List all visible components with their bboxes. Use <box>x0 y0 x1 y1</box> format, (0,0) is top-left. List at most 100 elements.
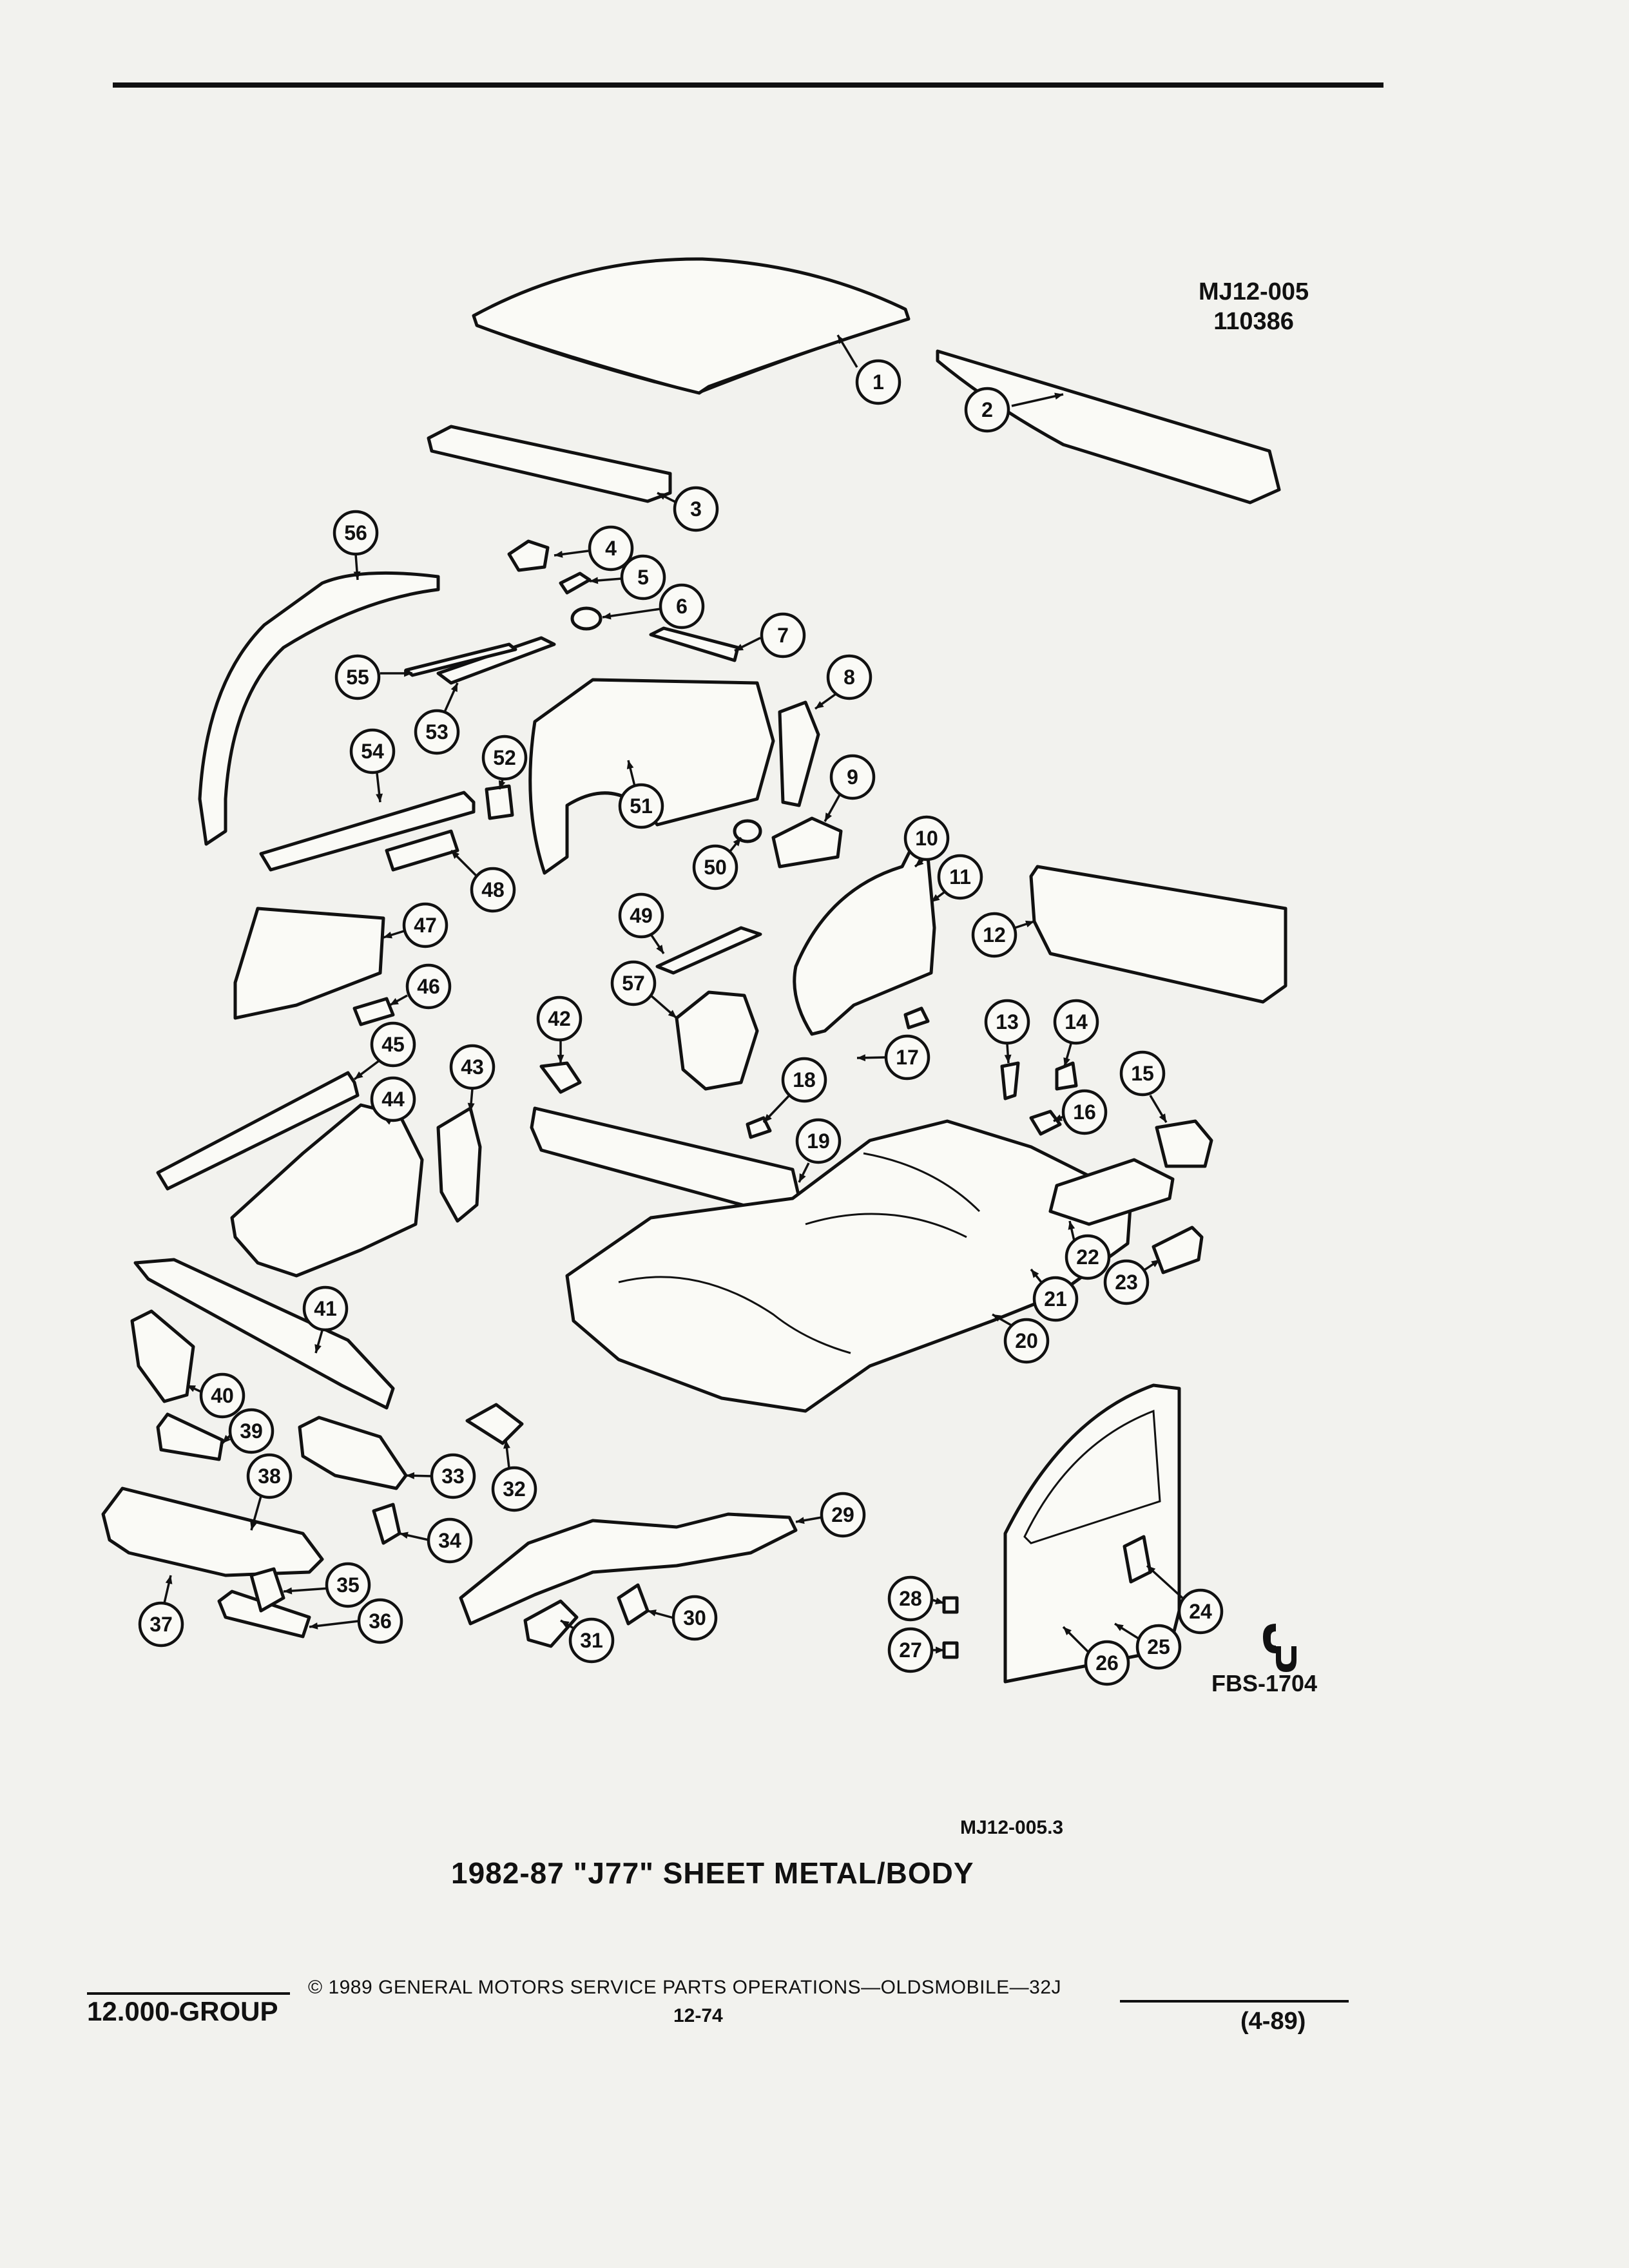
bracket-23-shape <box>1152 1225 1204 1274</box>
leader-arrowhead-53 <box>450 683 458 692</box>
callout-51: 51 <box>618 783 664 829</box>
callout-number-56: 56 <box>344 521 367 544</box>
footer-rule-right <box>1120 2000 1349 2003</box>
windshield-pillar-shape <box>198 571 440 846</box>
leader-arrowhead-12 <box>1025 920 1034 928</box>
callout-circle-14 <box>1053 999 1099 1045</box>
callout-circle-20 <box>1003 1318 1050 1364</box>
leader-arrowhead-41 <box>314 1344 322 1353</box>
bracket-57-shape <box>675 990 759 1091</box>
callout-number-30: 30 <box>683 1606 706 1629</box>
callout-15: 15 <box>1119 1050 1166 1097</box>
leader-arrowhead-8 <box>815 701 824 709</box>
leader-arrowhead-54 <box>376 793 383 802</box>
callout-18: 18 <box>781 1057 827 1103</box>
callout-circle-12 <box>971 912 1017 958</box>
bracket-5-shape <box>559 572 592 595</box>
footer-page-number: 12-74 <box>673 2005 723 2026</box>
callout-number-53: 53 <box>425 720 448 744</box>
callout-16: 16 <box>1061 1089 1108 1135</box>
callout-13: 13 <box>984 999 1030 1045</box>
callout-47: 47 <box>402 902 448 948</box>
leader-arrowhead-47 <box>383 931 392 939</box>
callout-circle-5 <box>620 554 666 601</box>
callout-circle-8 <box>826 654 872 700</box>
leader-arrowhead-45 <box>354 1071 363 1079</box>
callout-circle-29 <box>820 1492 866 1538</box>
leader-arrowhead-40 <box>187 1385 196 1392</box>
callout-2: 2 <box>964 387 1010 433</box>
callout-circle-37 <box>138 1601 184 1648</box>
bracket-33-shape <box>298 1416 408 1490</box>
callout-number-24: 24 <box>1189 1600 1212 1623</box>
leader-arrowhead-55 <box>404 669 412 677</box>
callout-number-54: 54 <box>361 740 384 763</box>
bracket-32-shape <box>465 1403 524 1445</box>
callout-number-26: 26 <box>1095 1651 1119 1675</box>
callout-1: 1 <box>855 359 901 405</box>
floor-pan-contour <box>618 1152 981 1354</box>
callout-circle-24 <box>1177 1588 1224 1635</box>
leader-arrowhead-43 <box>467 1102 475 1111</box>
callout-3: 3 <box>673 486 719 532</box>
leader-arrowhead-17 <box>857 1054 866 1062</box>
leader-arrowhead-42 <box>557 1055 564 1063</box>
callout-number-25: 25 <box>1147 1635 1170 1658</box>
callout-circle-25 <box>1135 1624 1182 1670</box>
leader-arrowhead-25 <box>1115 1624 1124 1631</box>
callout-number-23: 23 <box>1115 1271 1138 1294</box>
callout-circle-43 <box>449 1044 496 1090</box>
leader-arrowhead-29 <box>796 1517 805 1524</box>
bracket-42-shape <box>539 1061 582 1094</box>
callout-number-41: 41 <box>314 1297 337 1320</box>
callout-circle-55 <box>334 654 381 700</box>
panel-36-shape <box>217 1590 311 1639</box>
leader-arrowhead-52 <box>498 780 506 789</box>
callout-12: 12 <box>971 912 1017 958</box>
leader-arrowhead-50 <box>733 838 741 847</box>
bracket-16-shape <box>1029 1110 1062 1136</box>
callout-7: 7 <box>760 612 806 658</box>
callout-circle-52 <box>481 735 528 781</box>
callout-circle-28 <box>887 1575 934 1622</box>
leader-arrowhead-48 <box>451 850 459 859</box>
callout-number-39: 39 <box>240 1419 263 1443</box>
leader-arrowhead-10 <box>915 858 924 867</box>
callout-number-36: 36 <box>369 1610 392 1633</box>
leader-arrowhead-19 <box>799 1173 806 1182</box>
callout-circle-22 <box>1065 1234 1111 1280</box>
strip-7-shape <box>649 626 740 662</box>
bracket-43-shape <box>436 1106 482 1223</box>
bracket-35-shape <box>249 1567 285 1613</box>
callout-number-46: 46 <box>417 975 440 998</box>
callout-circle-36 <box>357 1598 403 1644</box>
callout-39: 39 <box>228 1408 275 1454</box>
callout-number-20: 20 <box>1015 1329 1038 1352</box>
leader-arrowhead-2 <box>1054 392 1063 400</box>
callout-35: 35 <box>325 1562 371 1608</box>
callout-42: 42 <box>536 995 583 1042</box>
callout-circle-18 <box>781 1057 827 1103</box>
callout-circle-26 <box>1084 1640 1130 1686</box>
leader-arrowhead-56 <box>353 571 361 580</box>
leader-arrowhead-5 <box>590 577 599 584</box>
rear-end-panel-shape <box>1029 865 1287 1004</box>
door-window-frame <box>1023 1409 1161 1544</box>
leader-arrowhead-24 <box>1147 1566 1156 1574</box>
grommet-50-shape <box>733 819 762 843</box>
leader-arrowhead-37 <box>165 1575 173 1584</box>
callout-number-44: 44 <box>381 1088 405 1111</box>
bracket-46-shape <box>352 997 395 1026</box>
callout-10: 10 <box>903 815 950 861</box>
callout-number-50: 50 <box>704 856 727 879</box>
callout-number-18: 18 <box>793 1068 816 1091</box>
callout-number-34: 34 <box>438 1529 461 1552</box>
callout-circle-57 <box>610 960 657 1006</box>
bracket-31-shape <box>523 1599 579 1648</box>
callout-circle-23 <box>1103 1259 1150 1305</box>
callout-49: 49 <box>618 892 664 939</box>
bracket-17-shape <box>903 1006 930 1030</box>
radiator-support-shape <box>133 1258 395 1410</box>
callout-11: 11 <box>937 854 983 900</box>
